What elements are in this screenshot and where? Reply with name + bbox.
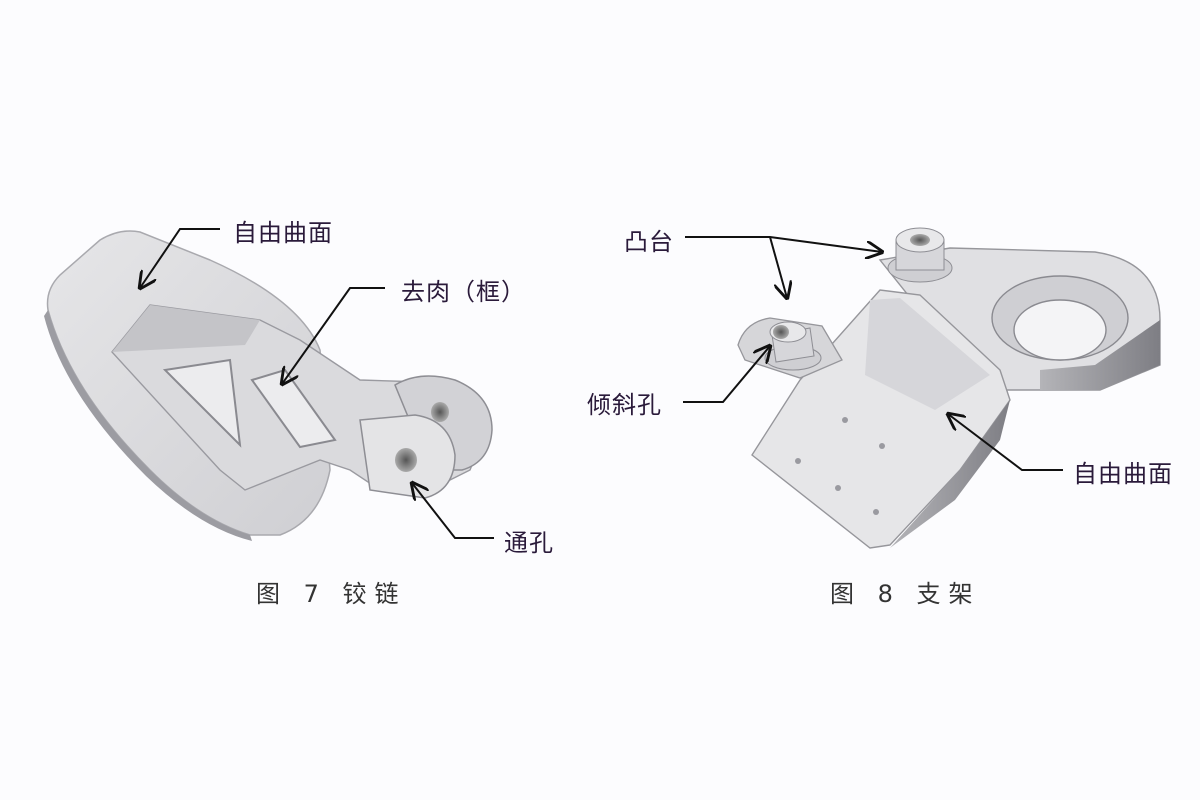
bracket-leader-lines bbox=[683, 236, 1063, 471]
hinge-part bbox=[44, 230, 493, 541]
label-hinge-free-surface: 自由曲面 bbox=[233, 219, 333, 247]
bracket-part bbox=[737, 227, 1161, 549]
caption-figure-8: 图 8 支架 bbox=[830, 580, 981, 608]
label-bracket-free-surface: 自由曲面 bbox=[1073, 460, 1173, 488]
label-hinge-through-hole: 通孔 bbox=[504, 529, 554, 557]
caption-figure-7: 图 7 铰链 bbox=[256, 580, 407, 608]
label-bracket-boss: 凸台 bbox=[624, 228, 674, 256]
label-bracket-inclined-hole: 倾斜孔 bbox=[587, 391, 662, 419]
hinge-leader-lines bbox=[140, 228, 494, 539]
label-hinge-lightening: 去肉（框） bbox=[401, 278, 526, 306]
